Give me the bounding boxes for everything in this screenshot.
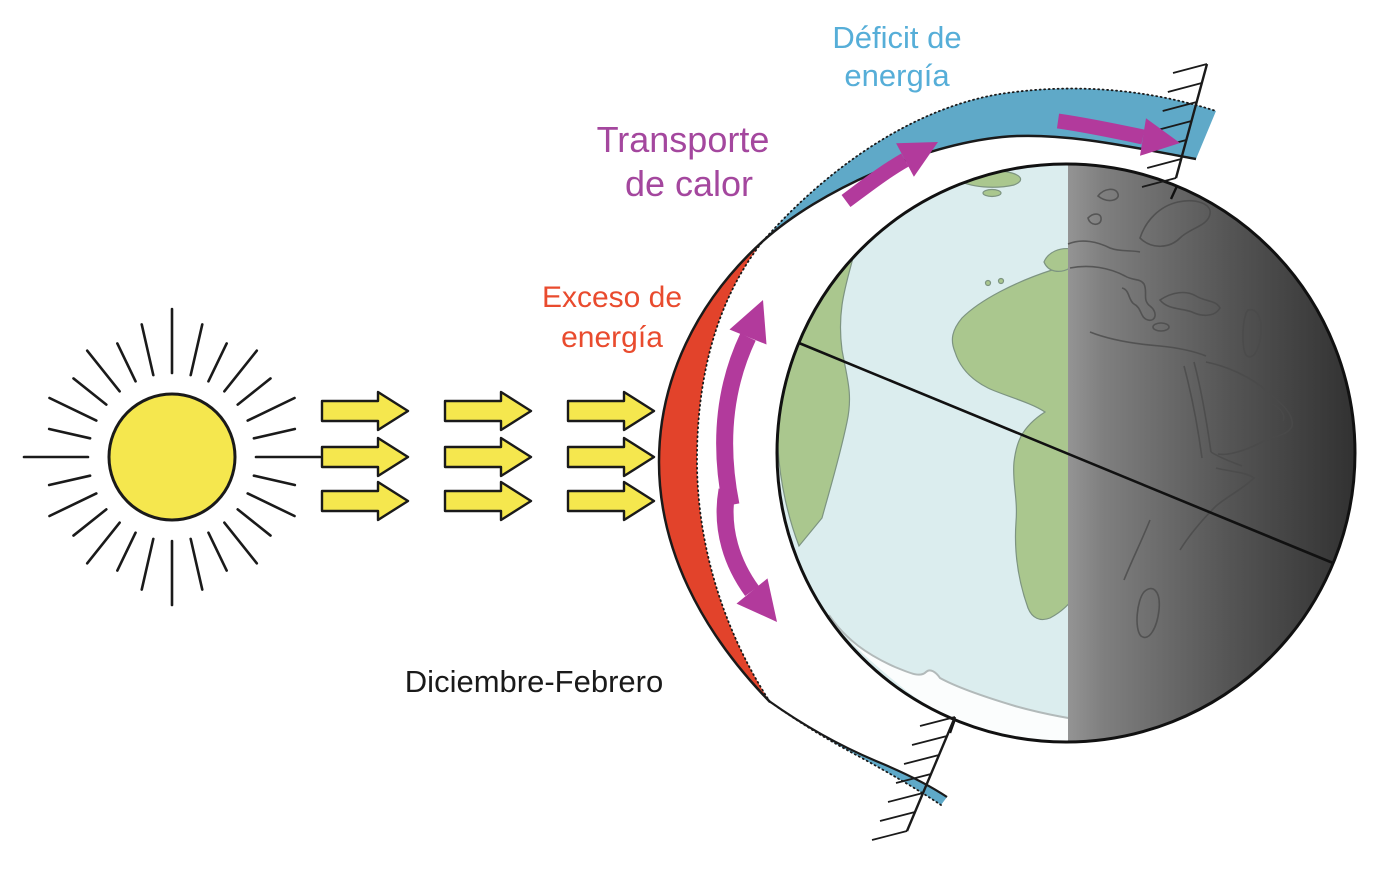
sun-disc <box>107 392 237 522</box>
excess-band-outer-edge <box>657 240 771 703</box>
sun-ray <box>85 349 121 393</box>
north-pole-tick <box>1169 185 1179 200</box>
sun-ray <box>236 377 272 406</box>
small-island <box>982 188 1002 198</box>
wall-hatch-tick <box>879 811 916 822</box>
deficit-label-line2: energía <box>844 58 950 93</box>
solar-arrow <box>443 390 533 432</box>
sun-ray <box>140 323 155 377</box>
wall-hatch-tick <box>871 830 908 841</box>
globe-outline <box>775 162 1357 744</box>
solar-arrow <box>320 390 410 432</box>
wall-hatch-tick <box>887 792 924 803</box>
sun-ray <box>140 537 155 591</box>
heat-arrow-north <box>1056 113 1180 156</box>
deficit-band-south-inner-edge <box>768 700 948 798</box>
sun-ray <box>207 342 228 383</box>
deficit-band-south-outer-edge <box>768 700 942 806</box>
wall-hatch-tick <box>1157 120 1192 131</box>
earth-globe <box>775 162 1357 744</box>
wall-hatch-tick <box>919 716 956 727</box>
sun-ray <box>246 492 296 518</box>
transport-label-line1: Transporte <box>597 119 770 160</box>
wall-hatch-tick <box>1146 158 1182 169</box>
solar-arrow <box>320 480 410 522</box>
south-polar-wall <box>871 716 957 841</box>
wall-hatch-tick <box>895 773 932 784</box>
equator-line <box>798 341 1334 565</box>
sun-icon <box>22 307 322 607</box>
sun-ray <box>246 396 296 422</box>
solar-arrow <box>566 390 656 432</box>
heat-transport-arrows <box>716 113 1180 622</box>
solar-arrow <box>443 436 533 478</box>
excess-label-line1: Exceso de <box>542 281 682 314</box>
sun-ray <box>236 508 272 537</box>
sun-ray <box>207 531 228 572</box>
solar-radiation-arrows <box>320 390 656 522</box>
wall-hatch-tick <box>1162 101 1197 112</box>
sun-ray <box>72 508 108 537</box>
sun-rays <box>22 307 322 607</box>
island-dot <box>997 277 1005 285</box>
sun-ray <box>47 427 92 440</box>
heat-arrow-down <box>716 488 777 622</box>
solar-arrow <box>320 436 410 478</box>
night-coastlines <box>1067 188 1293 639</box>
sun-ray <box>189 323 204 377</box>
solar-arrow <box>566 480 656 522</box>
deficit-band-north-outer-edge <box>762 87 1217 242</box>
deficit-label-line1: Déficit de <box>832 20 961 55</box>
excess-label-line2: energía <box>561 321 663 354</box>
sun-ray <box>223 521 259 565</box>
sun-ray <box>252 474 297 487</box>
solar-arrow <box>566 436 656 478</box>
heat-arrow-northwest <box>841 142 938 208</box>
wall-hatch-tick <box>1141 177 1177 188</box>
sun-ray <box>72 377 108 406</box>
island-dot <box>984 279 992 287</box>
wall-hatch-tick <box>911 735 948 746</box>
sun-ray <box>252 427 297 440</box>
sun-ray <box>223 349 259 393</box>
heat-arrow-up <box>716 300 767 507</box>
excess-band-inner-edge <box>696 240 771 703</box>
sun-ray <box>85 521 121 565</box>
wall-hatch-tick <box>903 754 940 765</box>
transport-label-line2: de calor <box>625 163 753 204</box>
period-label: Diciembre-Febrero <box>405 664 663 699</box>
sun-ray <box>116 342 137 383</box>
sun-ray <box>48 396 98 422</box>
wall-hatch-tick <box>1167 82 1203 93</box>
solar-arrow <box>443 480 533 522</box>
sun-ray <box>48 492 98 518</box>
sun-ray <box>47 474 92 487</box>
sun-ray <box>116 531 137 572</box>
wall-hatch-tick <box>1172 63 1208 74</box>
labels: Déficit de energía Transporte de calor E… <box>405 20 962 699</box>
deficit-band-north-inner-edge <box>762 134 1197 242</box>
sun-ray <box>189 537 204 591</box>
excess-energy-band <box>659 241 770 702</box>
